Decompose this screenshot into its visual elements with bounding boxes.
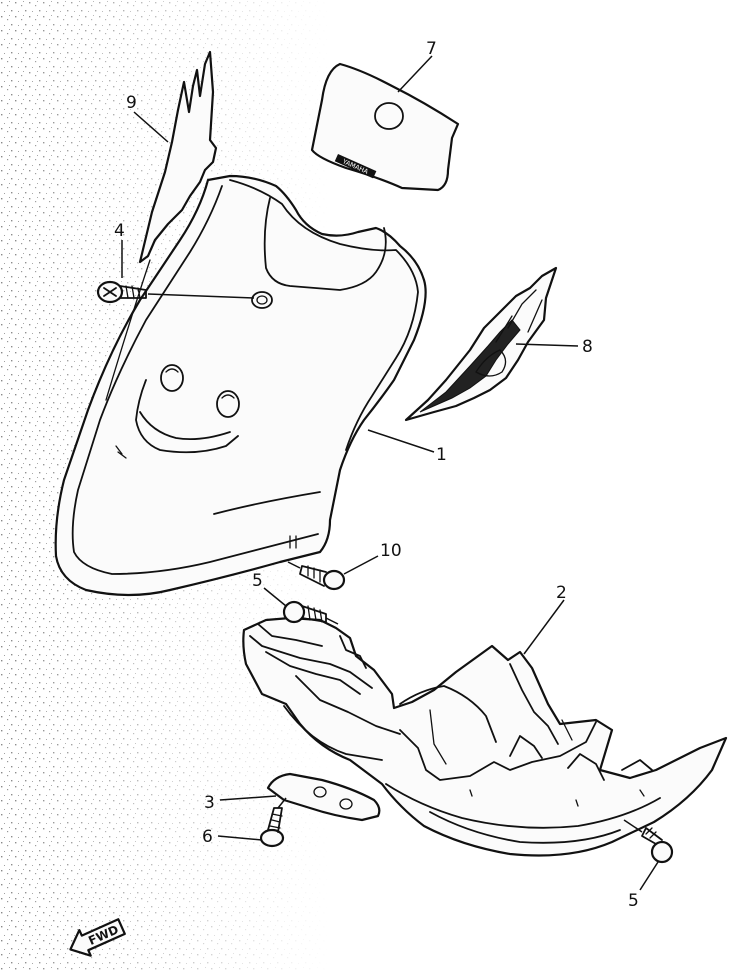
callout-5-upper: 5: [252, 571, 263, 591]
callout-6: 6: [202, 827, 213, 847]
part-9-decal: [138, 50, 218, 264]
screw-4: [96, 280, 255, 304]
knob-right: [216, 390, 240, 418]
callout-7: 7: [426, 39, 437, 59]
callout-9: 9: [126, 93, 137, 113]
knob-left: [160, 364, 184, 392]
fwd-arrow-icon: FWD: [69, 918, 126, 957]
callout-1: 1: [436, 445, 447, 465]
callout-5-lower: 5: [628, 891, 639, 911]
part-7-panel: YAMAHA: [310, 62, 460, 192]
leader-lines: [121, 55, 659, 891]
callouts: 7 9 4 8 1 10 5 2 3 6 5: [114, 39, 639, 911]
screw-10: [287, 561, 346, 591]
callout-10: 10: [380, 541, 402, 561]
bolt-6: [259, 797, 287, 848]
bolt-5-upper: [282, 600, 339, 625]
part-1-front-cover: [54, 174, 427, 597]
bolt-5-lower: [623, 819, 674, 864]
part-2-under-cover: [242, 616, 728, 857]
callout-4: 4: [114, 221, 125, 241]
callout-8: 8: [582, 337, 593, 357]
part-8-decal: [404, 266, 558, 422]
callout-3: 3: [204, 793, 215, 813]
callout-2: 2: [556, 583, 567, 603]
part-3-plate: [266, 772, 381, 822]
